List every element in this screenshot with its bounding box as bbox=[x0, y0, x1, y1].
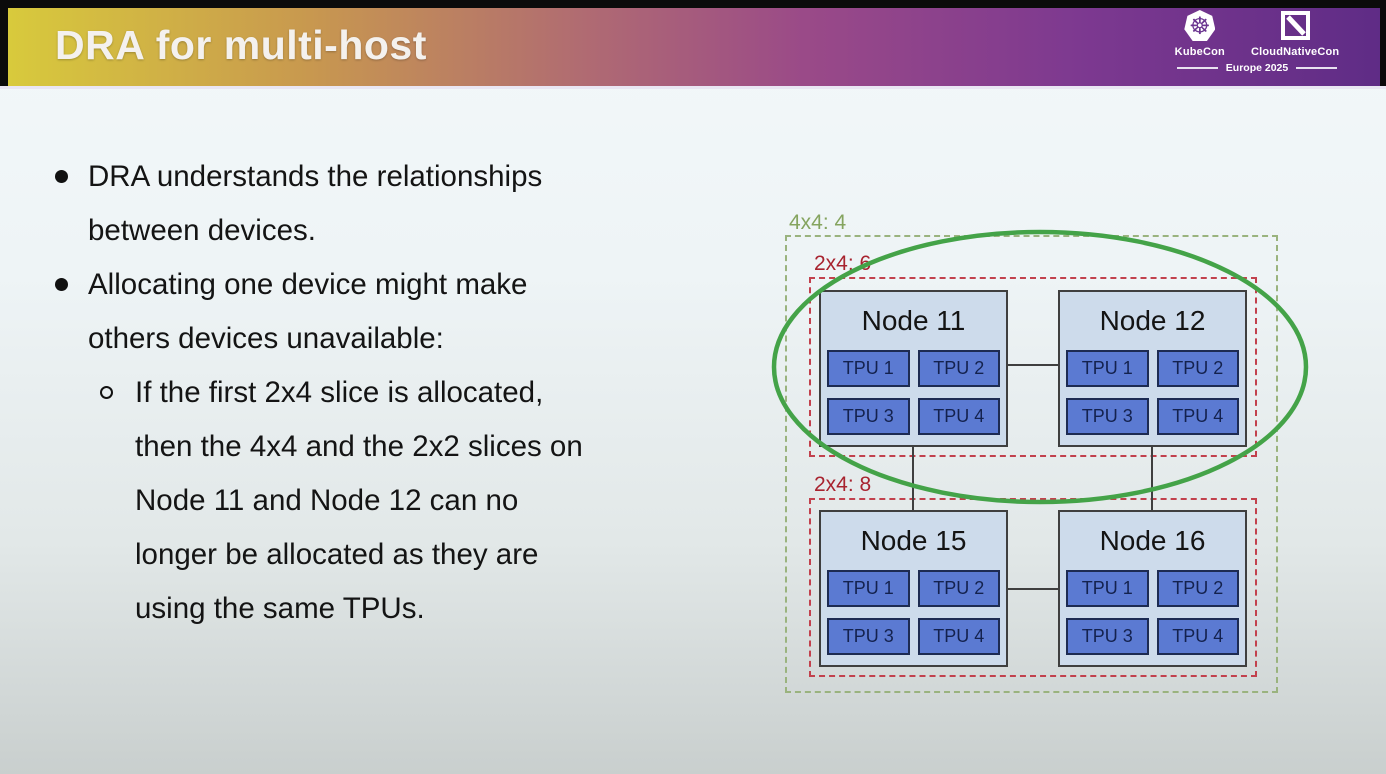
text-line: others devices unavailable: bbox=[88, 322, 444, 355]
node-12-tpu-1: TPU 1 bbox=[1066, 350, 1149, 387]
node-16-title: Node 16 bbox=[1099, 524, 1206, 556]
node-11-box: Node 11 TPU 1 TPU 2 TPU 3 TPU 4 bbox=[819, 290, 1008, 447]
event-rule-right bbox=[1296, 67, 1338, 69]
node-15-tpu-1: TPU 1 bbox=[827, 570, 910, 607]
text-line: then the 4x4 and the 2x2 slices on bbox=[135, 430, 583, 463]
node-12-tpu-3: TPU 3 bbox=[1066, 398, 1149, 435]
slice-2x4-bottom-label: 2x4: 8 bbox=[814, 473, 872, 496]
node-12-box: Node 12 TPU 1 TPU 2 TPU 3 TPU 4 bbox=[1058, 290, 1247, 447]
bullet-disc-icon bbox=[55, 170, 68, 183]
cloudnativecon-label: CloudNativeCon bbox=[1250, 46, 1340, 58]
node-15-tpu-4: TPU 4 bbox=[917, 618, 1000, 655]
node-15-title: Node 15 bbox=[860, 524, 967, 556]
node-16-box: Node 16 TPU 1 TPU 2 TPU 3 TPU 4 bbox=[1058, 510, 1247, 667]
node-15-tpu-2: TPU 2 bbox=[917, 570, 1000, 607]
node-12-tpu-2: TPU 2 bbox=[1156, 350, 1239, 387]
bullet-subitem-1-text: If the first 2x4 slice is allocated, the… bbox=[135, 366, 583, 636]
node-11-tpu-4: TPU 4 bbox=[917, 398, 1000, 435]
header-bar: DRA for multi-host ☸ KubeCon bbox=[0, 0, 1386, 88]
kubecon-label: KubeCon bbox=[1174, 46, 1225, 58]
bullet-circle-icon bbox=[100, 386, 113, 399]
event-name-row: Europe 2025 bbox=[1177, 62, 1338, 74]
text-line: Allocating one device might make bbox=[88, 268, 528, 301]
node-16-tpu-grid: TPU 1 TPU 2 TPU 3 TPU 4 bbox=[1066, 570, 1239, 655]
bullet-disc-icon bbox=[55, 278, 68, 291]
text-line: using the same TPUs. bbox=[135, 592, 425, 625]
bullet-item-2-text: Allocating one device might make others … bbox=[88, 258, 527, 366]
node-16-tpu-1: TPU 1 bbox=[1066, 570, 1149, 607]
bullet-item-2: Allocating one device might make others … bbox=[0, 258, 720, 366]
header-gradient-band: DRA for multi-host ☸ KubeCon bbox=[8, 8, 1380, 86]
slice-2x4-top-label: 2x4: 6 bbox=[814, 252, 872, 275]
node-12-tpu-grid: TPU 1 TPU 2 TPU 3 TPU 4 bbox=[1066, 350, 1239, 435]
slide-title: DRA for multi-host bbox=[55, 22, 427, 68]
event-label: Europe 2025 bbox=[1225, 62, 1289, 74]
node-16-tpu-4: TPU 4 bbox=[1156, 618, 1239, 655]
text-line: longer be allocated as they are bbox=[135, 538, 539, 571]
node-11-tpu-2: TPU 2 bbox=[917, 350, 1000, 387]
bullet-list: DRA understands the relationships betwee… bbox=[0, 150, 720, 636]
node-12-title: Node 12 bbox=[1099, 304, 1206, 336]
cloudnativecon-logo: CloudNativeCon bbox=[1251, 10, 1339, 58]
node-11-tpu-grid: TPU 1 TPU 2 TPU 3 TPU 4 bbox=[827, 350, 1000, 435]
cloudnativecon-square-icon bbox=[1280, 10, 1311, 41]
node-12-tpu-4: TPU 4 bbox=[1156, 398, 1239, 435]
node-16-tpu-3: TPU 3 bbox=[1066, 618, 1149, 655]
bullet-item-1: DRA understands the relationships betwee… bbox=[0, 150, 720, 258]
node-15-tpu-grid: TPU 1 TPU 2 TPU 3 TPU 4 bbox=[827, 570, 1000, 655]
node-15-tpu-3: TPU 3 bbox=[827, 618, 910, 655]
bullet-subitem-1: If the first 2x4 slice is allocated, the… bbox=[0, 366, 720, 636]
conference-logos: ☸ KubeCon CloudNativeCon bbox=[1172, 10, 1342, 74]
text-line: Node 11 and Node 12 can no bbox=[135, 484, 519, 517]
event-rule-left bbox=[1177, 67, 1218, 69]
text-line: If the first 2x4 slice is allocated, bbox=[135, 376, 544, 409]
node-11-title: Node 11 bbox=[861, 304, 966, 336]
kubecon-logo: ☸ KubeCon bbox=[1175, 10, 1225, 58]
text-line: between devices. bbox=[88, 214, 316, 247]
slice-4x4-label: 4x4: 4 bbox=[789, 211, 847, 234]
bullet-item-1-text: DRA understands the relationships betwee… bbox=[88, 150, 542, 258]
node-11-tpu-3: TPU 3 bbox=[827, 398, 910, 435]
node-16-tpu-2: TPU 2 bbox=[1156, 570, 1239, 607]
header-underline bbox=[0, 86, 1386, 89]
node-11-tpu-1: TPU 1 bbox=[827, 350, 910, 387]
text-line: DRA understands the relationships bbox=[88, 160, 543, 193]
node-15-box: Node 15 TPU 1 TPU 2 TPU 3 TPU 4 bbox=[819, 510, 1008, 667]
kubecon-wheel-icon: ☸ bbox=[1184, 10, 1216, 41]
